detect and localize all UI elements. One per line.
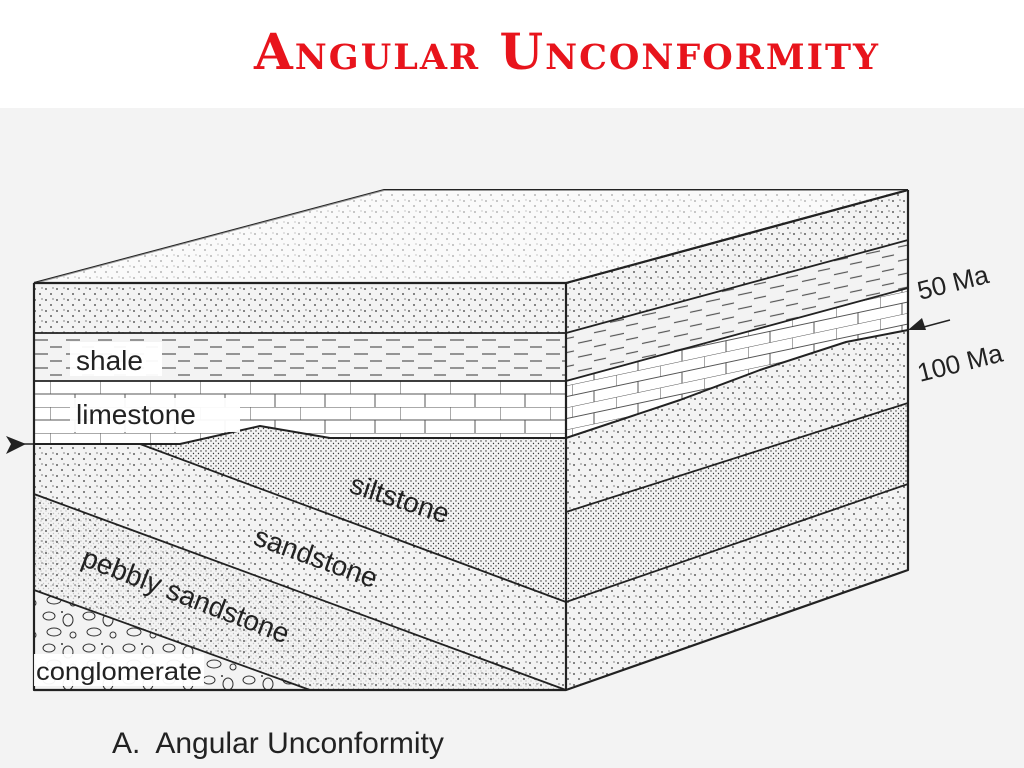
front-siltstone <box>140 426 566 602</box>
side-siltstone <box>566 403 908 602</box>
front-top-sandstone <box>34 283 566 333</box>
side-sandstone-upper <box>566 330 908 512</box>
front-sandstone <box>34 444 566 690</box>
side-top-sandstone <box>566 190 908 333</box>
side-face <box>566 190 908 690</box>
figure-caption: A. Angular Unconformity <box>112 727 444 760</box>
label-conglomerate: conglomerate <box>36 658 202 686</box>
left-arrow-icon <box>6 436 26 454</box>
side-sandstone-lower <box>566 484 908 690</box>
slide-title: Angular Unconformity <box>254 22 880 81</box>
outline <box>32 188 910 692</box>
side-limestone <box>566 288 908 438</box>
side-shale <box>566 240 908 381</box>
unconformity-surface <box>34 329 909 445</box>
label-shale: shale <box>76 345 143 376</box>
label-limestone: limestone <box>76 399 196 430</box>
